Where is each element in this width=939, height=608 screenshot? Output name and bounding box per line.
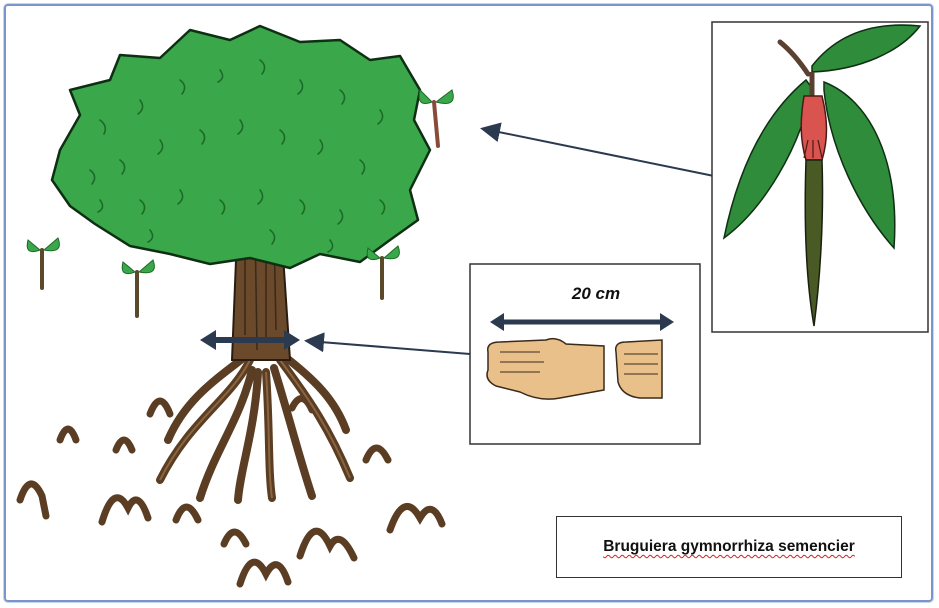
knee-root — [60, 429, 76, 440]
measurement-label: 20 cm — [556, 284, 636, 304]
species-caption: Bruguiera gymnorrhiza semencier — [603, 538, 855, 556]
knee-root — [150, 401, 170, 414]
knee-root — [116, 440, 132, 450]
knee-root — [240, 562, 288, 584]
knee-root — [390, 506, 442, 530]
pointer-arrow-icon — [308, 341, 470, 354]
tree-canopy — [52, 26, 430, 268]
knee-root — [300, 531, 354, 558]
knee-root — [102, 498, 148, 522]
species-caption-box: Bruguiera gymnorrhiza semencier — [556, 516, 902, 578]
knee-root — [224, 532, 246, 544]
knee-root — [176, 507, 198, 520]
hand-width-icon-partial — [616, 340, 662, 398]
pointer-arrow-icon — [484, 129, 714, 176]
knee-root — [20, 484, 46, 516]
knee-root — [366, 448, 388, 460]
stilt-roots — [160, 356, 350, 500]
